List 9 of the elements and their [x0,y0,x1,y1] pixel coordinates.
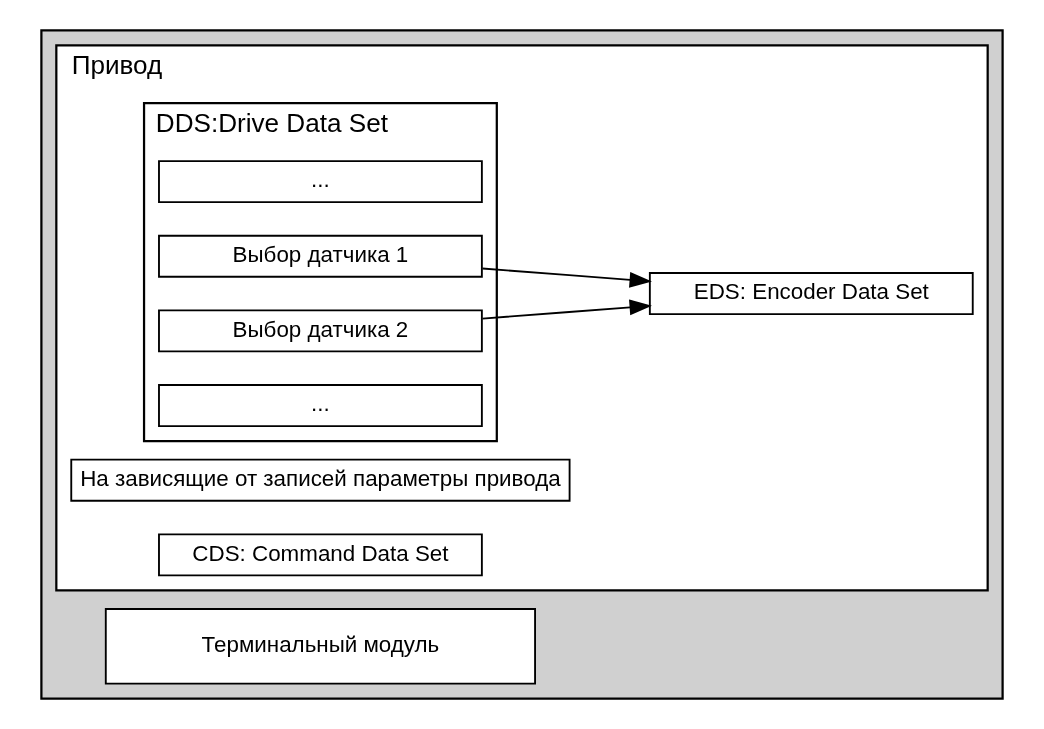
node-box: Выбор датчика 2 [158,309,483,353]
node-box: Выбор датчика 1 [158,234,483,278]
node-box: EDS: Encoder Data Set [648,272,974,316]
cluster [40,29,1004,700]
node-box: CDS: Command Data Set [158,533,483,577]
node-box: На зависящие от записей параметры привода [70,458,571,502]
node-box: ... [158,160,483,204]
node-box: ... [158,384,483,428]
node-box: Терминальный модуль [104,608,536,685]
